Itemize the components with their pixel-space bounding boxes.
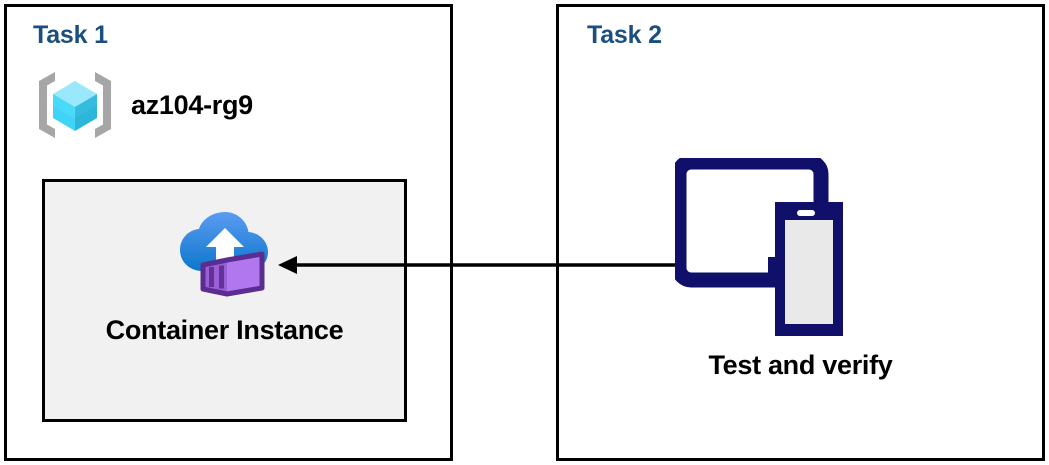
container-instance-box: Container Instance	[42, 179, 407, 422]
panel-task-1: Task 1 az104-rg9	[4, 4, 453, 461]
test-verify-label: Test and verify	[708, 350, 893, 380]
resource-group-row: az104-rg9	[35, 69, 253, 141]
tablet-and-phone-devices-icon	[675, 158, 843, 336]
azure-resource-group-icon	[39, 72, 111, 138]
azure-container-instance-icon	[179, 212, 268, 297]
panel-task-2-title: Task 2	[587, 21, 662, 49]
panel-task-1-title: Task 1	[33, 21, 108, 49]
container-instance-label: Container Instance	[105, 315, 344, 345]
resource-group-label: az104-rg9	[131, 89, 253, 120]
